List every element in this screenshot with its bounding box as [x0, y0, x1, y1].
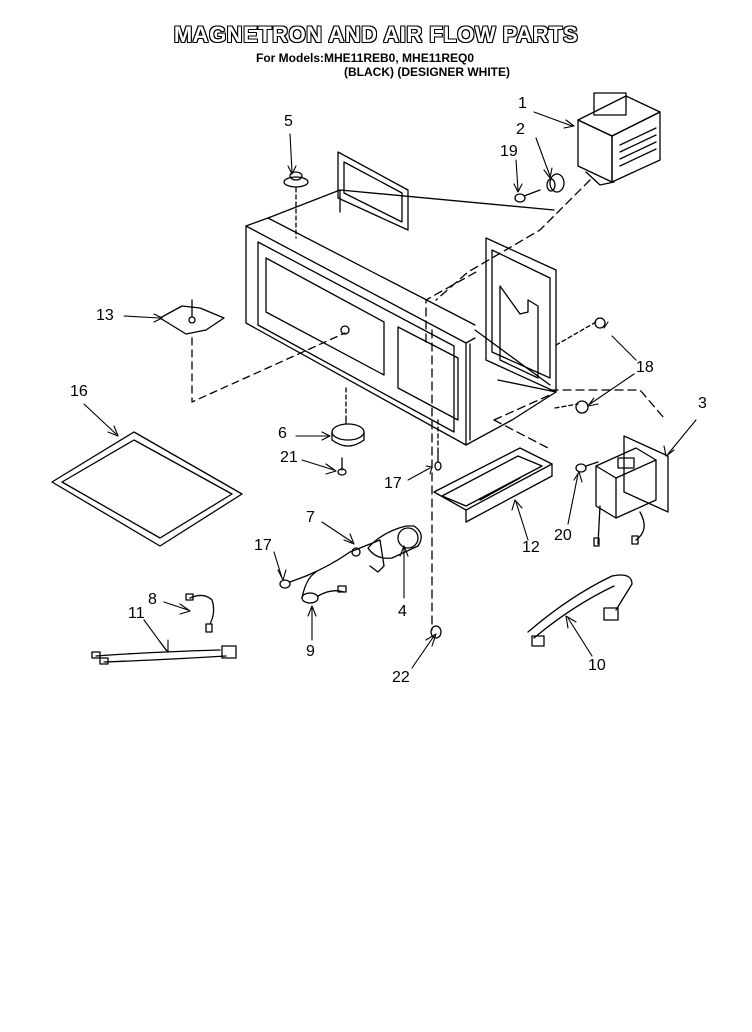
- callout-6[interactable]: 6: [278, 425, 287, 442]
- callout-3[interactable]: 3: [698, 395, 707, 412]
- callout-22[interactable]: 22: [392, 669, 410, 686]
- magnetron-part: [577, 92, 661, 186]
- thermal-cutout-part: [546, 173, 565, 193]
- screw-19-part: [514, 189, 541, 203]
- wire-harness-part: [91, 645, 237, 665]
- callout-2[interactable]: 2: [516, 121, 525, 138]
- callout-16[interactable]: 16: [70, 383, 88, 400]
- callout-13[interactable]: 13: [96, 307, 114, 324]
- thermal-cutout-wire-part: [527, 574, 633, 647]
- wire-jumper-part: [185, 593, 215, 633]
- grease-filter-part: [51, 431, 243, 547]
- hv-capacitor-part: [349, 525, 422, 573]
- callout-19[interactable]: 19: [500, 143, 518, 160]
- callout-5[interactable]: 5: [284, 113, 293, 130]
- clip-22-part: [430, 625, 442, 639]
- callout-4[interactable]: 4: [398, 603, 407, 620]
- screw-20-part: [575, 461, 599, 473]
- air-guide-part: [433, 447, 553, 523]
- models-line: For Models:MHE11REB0, MHE11REQ0: [256, 51, 475, 65]
- callout-10[interactable]: 10: [588, 657, 606, 674]
- screw-21-part: [337, 457, 347, 476]
- callout-11[interactable]: 11: [128, 605, 145, 622]
- transformer-part: [593, 435, 669, 547]
- callout-21[interactable]: 21: [280, 449, 298, 466]
- callout-1[interactable]: 1: [518, 95, 527, 112]
- screw-17-upper-part: [434, 419, 442, 471]
- color-variants-line: (BLACK) (DESIGNER WHITE): [344, 65, 510, 79]
- diagram-title: MAGNETRON AND AIR FLOW PARTS: [173, 22, 579, 47]
- callout-17-upper[interactable]: 17: [384, 475, 402, 492]
- callout-20[interactable]: 20: [554, 527, 572, 544]
- leader-lines: [83, 111, 697, 669]
- callout-12[interactable]: 12: [522, 539, 540, 556]
- callout-18[interactable]: 18: [636, 359, 654, 376]
- stirrer-motor-part: [331, 387, 365, 447]
- alignment-lines: [425, 179, 665, 631]
- callout-17-lower[interactable]: 17: [254, 537, 272, 554]
- callout-8[interactable]: 8: [148, 591, 157, 608]
- screw-17-lower-part: [279, 551, 351, 589]
- callout-7[interactable]: 7: [306, 509, 315, 526]
- thermostat-5-part: [283, 171, 309, 239]
- callout-9[interactable]: 9: [306, 643, 315, 660]
- oven-cavity: [245, 151, 557, 446]
- stirrer-part: [159, 299, 346, 403]
- screw-18-part: [554, 317, 606, 414]
- hv-diode-part: [301, 571, 347, 604]
